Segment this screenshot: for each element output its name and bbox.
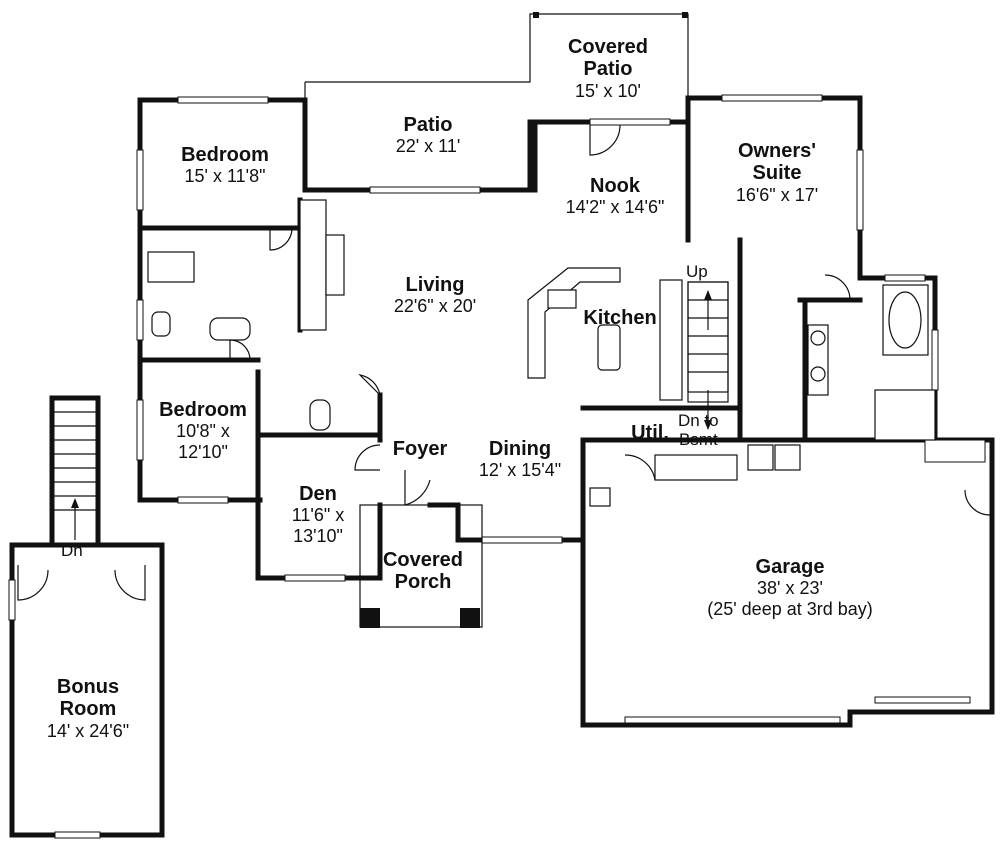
den-size-1: 11'6" x: [291, 505, 345, 526]
bonus-stair-down-label: Dn: [61, 541, 83, 560]
bedroom-upper-size: 15' x 11'8": [184, 166, 266, 187]
den-label: Den 11'6" x 13'10": [268, 483, 368, 546]
covered-patio-size: 15' x 10': [575, 80, 641, 101]
covered-patio-label: Covered Patio 15' x 10': [548, 36, 668, 101]
living-label: Living 22'6" x 20': [370, 274, 500, 317]
garage-size: 38' x 23': [757, 578, 823, 599]
stair-down-basement-line-2: Bsmt: [678, 429, 718, 449]
covered-patio-name-1: Covered: [567, 36, 649, 58]
patio-label: Patio 22' x 11': [368, 114, 488, 157]
utility-label: Util.: [620, 422, 680, 444]
nook-size: 14'2" x 14'6": [565, 197, 665, 218]
bedroom-upper-label: Bedroom 15' x 11'8": [160, 144, 290, 187]
patio-name: Patio: [403, 114, 453, 136]
windows: [136, 94, 986, 724]
stair-down-basement-line-1: Dn to: [678, 411, 719, 430]
bedroom-upper-name: Bedroom: [181, 144, 269, 166]
porch-posts: [359, 12, 688, 628]
den-size-2: 13'10": [293, 525, 343, 546]
bonus-room-walls: [8, 395, 165, 839]
stairs: [687, 281, 729, 430]
garage-label: Garage 38' x 23' (25' deep at 3rd bay): [680, 556, 900, 619]
kitchen-name: Kitchen: [583, 307, 657, 329]
garage-name: Garage: [755, 556, 825, 578]
stair-up-label: Up: [686, 262, 708, 281]
den-name: Den: [299, 483, 337, 505]
bonus-room-name-1: Bonus: [56, 676, 120, 698]
stair-down-basement-label: Dn to Bsmt: [678, 411, 719, 449]
owners-suite-size: 16'6" x 17': [735, 184, 819, 205]
covered-porch-name-1: Covered: [382, 549, 464, 571]
patio-size: 22' x 11': [395, 136, 461, 157]
dining-size: 12' x 15'4": [478, 460, 562, 481]
owners-suite-name-2: Suite: [752, 162, 802, 185]
foyer-label: Foyer: [380, 438, 460, 460]
kitchen-label: Kitchen: [570, 307, 670, 329]
covered-porch-name-2: Porch: [394, 571, 452, 594]
fixtures: [147, 199, 936, 507]
bedroom-lower-size-2: 12'10": [178, 441, 228, 462]
covered-patio-name-2: Patio: [583, 58, 633, 81]
owners-suite-name-1: Owners': [737, 140, 817, 162]
foyer-name: Foyer: [392, 438, 448, 460]
bonus-room-name-2: Room: [59, 698, 117, 721]
doors: [229, 124, 991, 516]
covered-porch-label: Covered Porch: [373, 549, 473, 594]
owners-suite-label: Owners' Suite 16'6" x 17': [712, 140, 842, 205]
dining-name: Dining: [488, 438, 552, 460]
nook-label: Nook 14'2" x 14'6": [550, 175, 680, 218]
living-name: Living: [405, 274, 465, 296]
living-size: 22'6" x 20': [393, 296, 477, 317]
nook-name: Nook: [590, 175, 640, 197]
utility-name: Util.: [631, 422, 669, 444]
bedroom-lower-label: Bedroom 10'8" x 12'10": [148, 399, 258, 462]
garage-note: (25' deep at 3rd bay): [707, 598, 873, 619]
bedroom-lower-name: Bedroom: [159, 399, 247, 421]
bedroom-lower-size-1: 10'8" x: [176, 421, 230, 442]
dining-label: Dining 12' x 15'4": [465, 438, 575, 481]
bonus-room-label: Bonus Room 14' x 24'6": [28, 676, 148, 741]
bonus-room-size: 14' x 24'6": [46, 720, 130, 741]
